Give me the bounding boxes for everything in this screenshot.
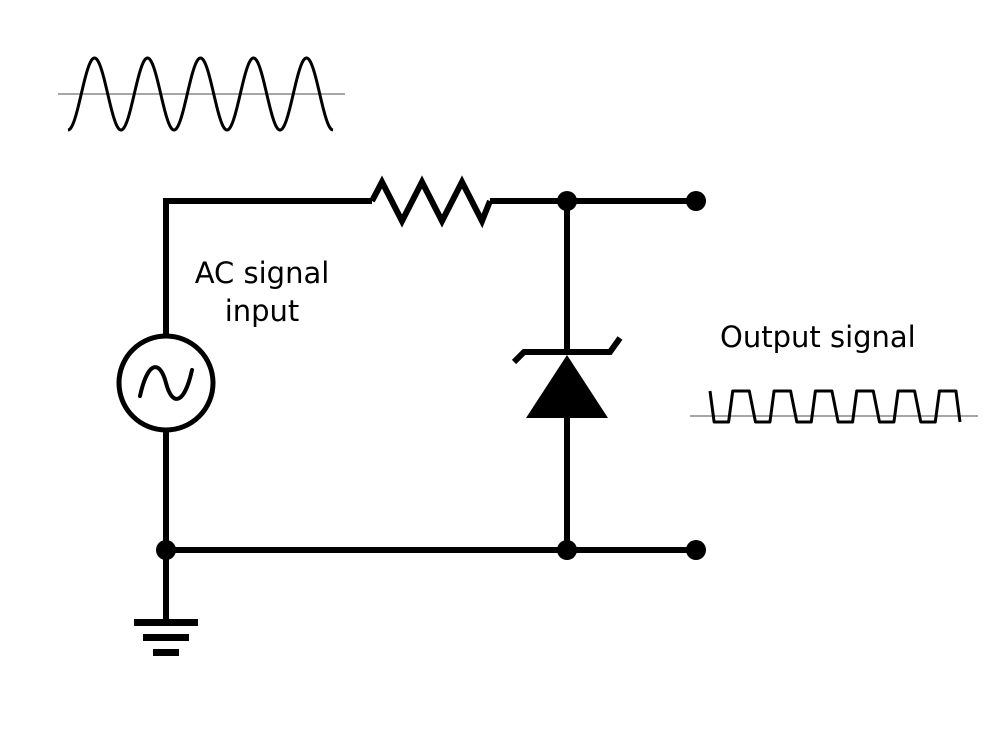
output-clipped-wave [708,389,962,424]
output-waveform [690,389,978,424]
input-waveform [58,56,345,132]
resistor [369,175,493,229]
circuit-nodes [156,191,706,560]
ac-source-icon [116,333,216,433]
junction-bottom-left [156,540,176,560]
input-sine-wave [67,56,334,132]
zener-diode-bar [511,336,623,365]
ground-icon [134,619,198,656]
ac-source-sine-glyph [138,365,194,401]
circuit-wires [163,175,696,622]
junction-bottom-right [557,540,577,560]
output-terminal-top[interactable] [686,191,706,211]
input-label-line1: AC signal [194,256,330,290]
output-label: Output signal [720,320,916,354]
zener-diode-triangle [526,355,608,418]
input-label: AC signal input [187,254,337,330]
wire-top-left [163,198,372,337]
zener-diode-icon [511,336,623,418]
output-terminal-bottom[interactable] [686,540,706,560]
junction-top [557,191,577,211]
input-label-line2: input [224,294,300,328]
